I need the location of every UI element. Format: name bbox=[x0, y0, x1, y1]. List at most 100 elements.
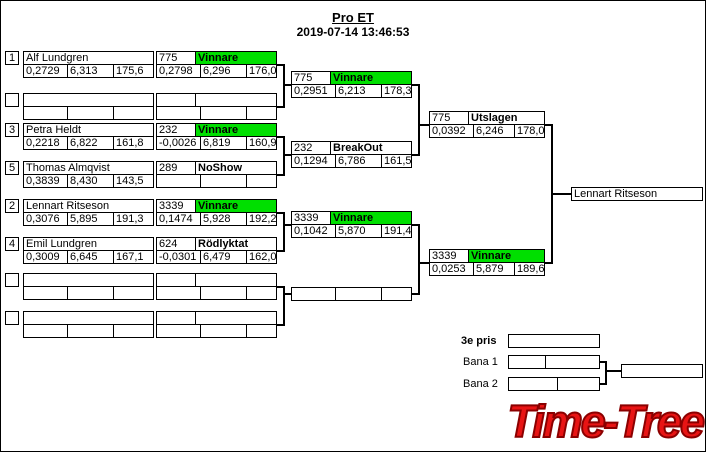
elapsed-time-cell bbox=[68, 286, 114, 300]
speed-cell: 191,3 bbox=[114, 212, 154, 226]
bracket-connector-line bbox=[277, 64, 285, 66]
lane2-cell bbox=[558, 377, 600, 391]
reaction-time-cell bbox=[156, 174, 201, 188]
qualify-data-row: 0,2218 6,822 161,8 bbox=[23, 136, 154, 150]
reaction-time-cell bbox=[23, 324, 68, 338]
reaction-time-cell: 0,2951 bbox=[291, 84, 336, 98]
reaction-time-cell: 0,3839 bbox=[23, 174, 68, 188]
car-number-cell: 3339 bbox=[156, 199, 196, 213]
speed-cell bbox=[382, 287, 412, 301]
result-data-row: 0,1294 6,786 161,5 bbox=[291, 154, 412, 168]
result-data-row: -0,0026 6,819 160,9 bbox=[156, 136, 277, 150]
third-prize-title: 3e pris bbox=[461, 335, 497, 347]
bracket-connector-line bbox=[605, 361, 607, 385]
time-tree-logo: Time-Tree bbox=[507, 396, 705, 447]
bracket-connector-line bbox=[277, 106, 285, 108]
result-header-row: 775 Vinnare bbox=[156, 51, 277, 65]
result-data-row bbox=[156, 106, 277, 120]
elapsed-time-cell: 6,296 bbox=[201, 64, 247, 78]
lane2-label: Bana 2 bbox=[463, 378, 498, 390]
result-header-row bbox=[156, 311, 277, 325]
bracket-connector-line bbox=[277, 212, 285, 214]
result-label-cell bbox=[196, 273, 277, 287]
speed-cell bbox=[247, 106, 277, 120]
qualify-data-row: 0,3009 6,645 167,1 bbox=[23, 250, 154, 264]
elapsed-time-cell: 6,246 bbox=[474, 124, 515, 138]
bracket-connector-line bbox=[600, 383, 607, 385]
racer-name-box: Alf Lundgren bbox=[23, 51, 154, 65]
elapsed-time-cell: 5,879 bbox=[474, 262, 515, 276]
qualify-data-row bbox=[23, 286, 154, 300]
bracket-connector-line bbox=[551, 193, 571, 195]
lane1-box bbox=[508, 355, 600, 369]
elapsed-time-cell bbox=[201, 324, 247, 338]
bracket-connector-line bbox=[277, 250, 285, 252]
result-header-row: 3339 Vinnare bbox=[291, 211, 412, 225]
qualify-data-row: 0,3076 5,895 191,3 bbox=[23, 212, 154, 226]
result-label-cell: Vinnare bbox=[196, 123, 277, 137]
bracket-connector-line bbox=[283, 64, 285, 108]
reaction-time-cell bbox=[156, 286, 201, 300]
bracket-connector-line bbox=[277, 174, 285, 176]
result-data-row: 0,2798 6,296 176,0 bbox=[156, 64, 277, 78]
elapsed-time-cell: 6,213 bbox=[336, 84, 382, 98]
seed-box bbox=[5, 93, 19, 107]
lane1-label: Bana 1 bbox=[463, 356, 498, 368]
car-number-cell bbox=[156, 93, 196, 107]
elapsed-time-cell: 5,895 bbox=[68, 212, 114, 226]
bracket-connector-line bbox=[545, 262, 553, 264]
speed-cell bbox=[114, 106, 154, 120]
speed-cell: 143,5 bbox=[114, 174, 154, 188]
reaction-time-cell: 0,2729 bbox=[23, 64, 68, 78]
speed-cell: 178,3 bbox=[382, 84, 412, 98]
seed-box: 1 bbox=[5, 51, 19, 65]
bracket-connector-line bbox=[283, 212, 285, 252]
lane2-cell bbox=[508, 377, 558, 391]
result-label-cell bbox=[196, 93, 277, 107]
elapsed-time-cell bbox=[201, 106, 247, 120]
reaction-time-cell bbox=[291, 287, 336, 301]
elapsed-time-cell bbox=[336, 287, 382, 301]
result-data-row: -0,0301 6,479 162,0 bbox=[156, 250, 277, 264]
reaction-time-cell: 0,1042 bbox=[291, 224, 336, 238]
seed-box: 4 bbox=[5, 237, 19, 251]
elapsed-time-cell: 8,430 bbox=[68, 174, 114, 188]
result-header-row: 289 NoShow bbox=[156, 161, 277, 175]
bracket-connector-line bbox=[418, 224, 420, 295]
elapsed-time-cell: 6,819 bbox=[201, 136, 247, 150]
reaction-time-cell: 0,0253 bbox=[429, 262, 474, 276]
bracket-connector-line bbox=[283, 286, 285, 326]
elapsed-time-cell bbox=[68, 106, 114, 120]
reaction-time-cell: 0,3009 bbox=[23, 250, 68, 264]
reaction-time-cell bbox=[23, 106, 68, 120]
seed-box: 2 bbox=[5, 199, 19, 213]
racer-name-box: Thomas Almqvist bbox=[23, 161, 154, 175]
speed-cell: 178,0 bbox=[515, 124, 545, 138]
bracket-connector-line bbox=[412, 154, 420, 156]
speed-cell: 176,0 bbox=[247, 64, 277, 78]
reaction-time-cell bbox=[156, 324, 201, 338]
result-header-row bbox=[156, 273, 277, 287]
elapsed-time-cell: 6,786 bbox=[336, 154, 382, 168]
bracket-connector-line bbox=[605, 370, 621, 372]
result-header-row: 232 BreakOut bbox=[291, 141, 412, 155]
elapsed-time-cell: 5,928 bbox=[201, 212, 247, 226]
speed-cell: 167,1 bbox=[114, 250, 154, 264]
reaction-time-cell: 0,2218 bbox=[23, 136, 68, 150]
elapsed-time-cell bbox=[201, 174, 247, 188]
result-header-row: 3339 Vinnare bbox=[156, 199, 277, 213]
reaction-time-cell: 0,0392 bbox=[429, 124, 474, 138]
speed-cell bbox=[247, 174, 277, 188]
bracket-connector-line bbox=[283, 84, 291, 86]
speed-cell: 161,5 bbox=[382, 154, 412, 168]
bracket-connector-line bbox=[283, 154, 291, 156]
reaction-time-cell: 0,3076 bbox=[23, 212, 68, 226]
result-data-row: 0,1042 5,870 191,4 bbox=[291, 224, 412, 238]
speed-cell bbox=[114, 286, 154, 300]
elapsed-time-cell: 6,479 bbox=[201, 250, 247, 264]
car-number-cell: 232 bbox=[156, 123, 196, 137]
speed-cell: 189,6 bbox=[515, 262, 545, 276]
timestamp: 2019-07-14 13:46:53 bbox=[296, 25, 410, 39]
winner-name-box: Lennart Ritseson bbox=[571, 187, 703, 201]
